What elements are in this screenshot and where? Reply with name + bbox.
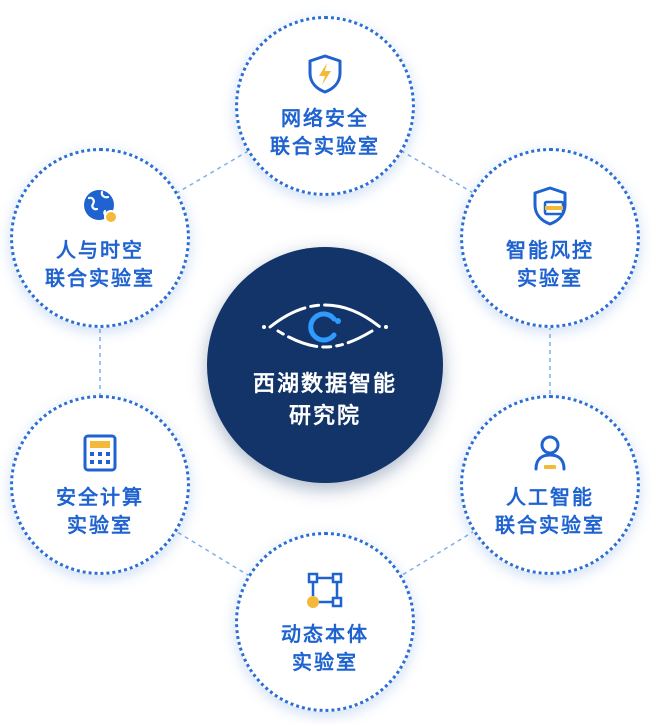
eye-icon — [262, 303, 388, 349]
lab-label-line: 实验室 — [67, 513, 133, 537]
lab-label-line: 人工智能 — [506, 485, 594, 509]
lab-node-human-spatiotemporal[interactable]: 人与时空 联合实验室 — [10, 148, 190, 328]
lab-node-secure-computing[interactable]: 安全计算 实验室 — [10, 395, 190, 575]
lab-node-ai[interactable]: 人工智能 联合实验室 — [460, 395, 640, 575]
lab-label-dynamic-ontology: 动态本体 实验室 — [281, 620, 369, 676]
lab-label-human-spatiotemporal: 人与时空 联合实验室 — [45, 236, 155, 292]
user-icon — [534, 435, 566, 471]
lab-label-risk-control: 智能风控 实验室 — [506, 236, 594, 292]
lab-label-line: 实验室 — [517, 266, 583, 290]
lab-node-network-security[interactable]: 网络安全 联合实验室 — [235, 16, 415, 196]
graph-nodes-icon — [307, 572, 343, 608]
shield-icon — [308, 54, 342, 94]
lab-label-line: 安全计算 — [56, 485, 144, 509]
lab-label-line: 联合实验室 — [270, 134, 380, 158]
lab-label-ai: 人工智能 联合实验室 — [495, 483, 605, 539]
lab-node-dynamic-ontology[interactable]: 动态本体 实验室 — [235, 532, 415, 712]
lab-label-network-security: 网络安全 联合实验室 — [270, 104, 380, 160]
globe-icon — [84, 190, 118, 224]
calculator-icon — [83, 434, 117, 472]
lab-label-line: 联合实验室 — [45, 266, 155, 290]
lab-label-line: 实验室 — [292, 650, 358, 674]
shield-card-icon — [533, 186, 567, 226]
lab-label-line: 动态本体 — [281, 622, 369, 646]
lab-node-risk-control[interactable]: 智能风控 实验室 — [460, 148, 640, 328]
lab-label-line: 人与时空 — [56, 238, 144, 262]
lab-label-secure-computing: 安全计算 实验室 — [56, 483, 144, 539]
lab-label-line: 联合实验室 — [495, 513, 605, 537]
lab-label-line: 网络安全 — [281, 106, 369, 130]
center-node-institute[interactable]: 西湖数据智能 研究院 — [207, 247, 443, 483]
center-label-line: 研究院 — [288, 404, 361, 429]
center-label-line: 西湖数据智能 — [252, 372, 397, 397]
center-label: 西湖数据智能 研究院 — [253, 369, 397, 433]
lab-label-line: 智能风控 — [506, 238, 594, 262]
